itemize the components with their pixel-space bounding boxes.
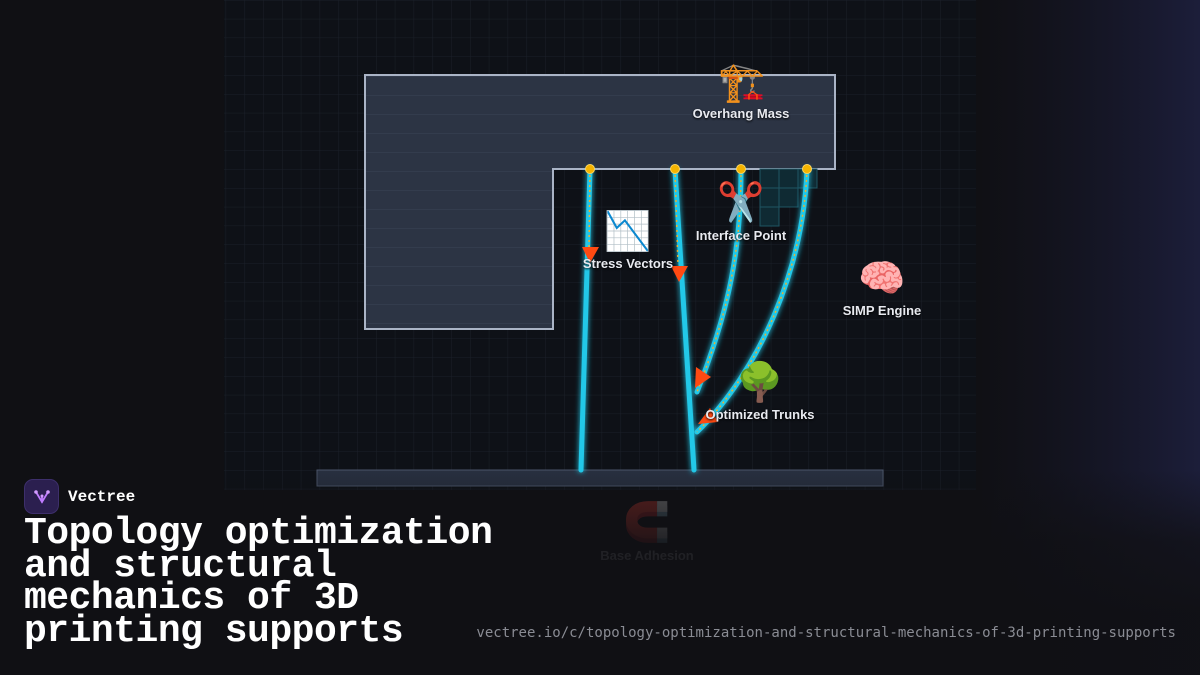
stress-arrow-4 (698, 408, 718, 424)
vectree-logo-icon (24, 479, 59, 514)
interface-node-1 (585, 164, 595, 174)
simp-engine-label: SIMP Engine (842, 303, 922, 318)
stress-arrow-1 (582, 247, 599, 263)
scissors-icon: ✂️ (717, 180, 765, 224)
magnet-icon: 🧲 (623, 500, 671, 544)
support-branch-3 (694, 167, 744, 395)
build-plate (316, 469, 884, 487)
overhang-part (364, 74, 836, 330)
brand-name: Vectree (68, 487, 136, 506)
base-adhesion-label: Base Adhesion (600, 548, 694, 563)
interface-node-2 (670, 164, 680, 174)
support-trunk-1 (578, 167, 593, 473)
brain-icon: 🧠 (858, 256, 906, 300)
page-url: vectree.io/c/topology-optimization-and-s… (476, 625, 1176, 641)
interface-node-3 (736, 164, 746, 174)
page-title: Topology optimization and structural mec… (24, 512, 493, 653)
right-glow-panel (976, 0, 1200, 675)
interface-point-label: Interface Point (695, 228, 787, 243)
stress-flow-line-2 (674, 169, 679, 266)
chart-decreasing-icon: 📉 (604, 209, 652, 253)
stress-vectors-label: Stress Vectors (582, 256, 674, 271)
tree-icon: 🌳 (736, 360, 784, 404)
brand: Vectree (24, 479, 135, 514)
diagram-grid (224, 0, 976, 490)
overhang-mass-label: Overhang Mass (692, 106, 790, 121)
interface-node-4 (802, 164, 812, 174)
support-trunk-2 (672, 167, 697, 473)
stress-arrow-3 (695, 367, 711, 388)
stress-flow-line-1 (588, 169, 591, 251)
stress-flow-line-4 (696, 169, 808, 433)
optimized-trunks-label: Optimized Trunks (705, 407, 815, 422)
stress-arrow-2 (671, 266, 688, 282)
crane-icon: 🏗️ (718, 60, 766, 104)
